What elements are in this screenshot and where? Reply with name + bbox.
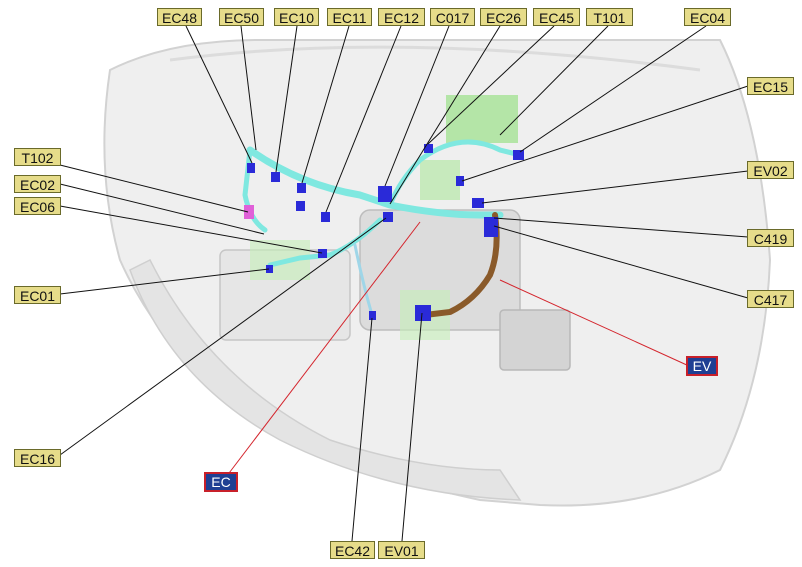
leader-ec16 xyxy=(59,217,387,456)
connector xyxy=(383,212,393,222)
leader-ec26 xyxy=(389,25,501,205)
battery xyxy=(499,309,571,371)
harness-leader-lines xyxy=(222,221,690,482)
label-ec42: EC42 xyxy=(330,541,375,559)
leader-t101 xyxy=(499,25,609,136)
connector xyxy=(472,198,484,208)
label-ec11: EC11 xyxy=(327,8,372,26)
leader-c417 xyxy=(493,225,749,299)
connector xyxy=(378,186,392,202)
label-ec12: EC12 xyxy=(378,8,425,26)
bumper-shape xyxy=(129,258,522,501)
leader-ec04 xyxy=(519,25,707,153)
label-ec48: EC48 xyxy=(157,8,202,26)
connector xyxy=(424,144,433,153)
leader-c419 xyxy=(493,217,749,238)
leader-ev01 xyxy=(401,312,423,542)
connector xyxy=(456,176,464,186)
label-ec16: EC16 xyxy=(14,449,61,467)
connector xyxy=(271,172,280,182)
leader-ec12 xyxy=(325,25,402,213)
harness-label-ec: EC xyxy=(204,472,238,492)
connector xyxy=(484,217,498,237)
connector xyxy=(247,163,255,173)
connector xyxy=(369,311,376,320)
label-ec45: EC45 xyxy=(533,8,580,26)
label-c017: C017 xyxy=(430,8,475,26)
ec-harness-branch xyxy=(353,243,374,317)
connector xyxy=(266,265,273,273)
leader-ev02 xyxy=(481,170,749,204)
leader-ec xyxy=(222,221,421,482)
leader-ec15 xyxy=(461,85,749,182)
label-ec06: EC06 xyxy=(14,197,61,215)
green-module xyxy=(446,95,518,143)
connector xyxy=(296,201,305,211)
connector xyxy=(513,150,524,160)
leader-ev xyxy=(499,279,690,367)
leader-lines xyxy=(59,25,749,542)
connector xyxy=(415,305,431,321)
label-ec02: EC02 xyxy=(14,175,61,193)
ec-harness-main xyxy=(246,146,504,219)
label-ec04: EC04 xyxy=(684,8,731,26)
label-ev02: EV02 xyxy=(747,161,794,179)
connector-t102 xyxy=(244,205,254,219)
label-ec26: EC26 xyxy=(480,8,527,26)
label-ec15: EC15 xyxy=(747,77,794,95)
connector xyxy=(318,249,327,258)
label-t101: T101 xyxy=(586,8,633,26)
connectors xyxy=(247,144,524,321)
label-ec50: EC50 xyxy=(219,8,264,26)
label-c419: C419 xyxy=(747,229,794,247)
label-ec01: EC01 xyxy=(14,286,61,304)
connector xyxy=(321,212,330,222)
label-c417: C417 xyxy=(747,290,794,308)
harness-label-ev: EV xyxy=(686,356,718,376)
label-ec10: EC10 xyxy=(274,8,319,26)
leader-ec01 xyxy=(59,268,270,295)
label-ev01: EV01 xyxy=(378,541,425,559)
leader-ec10 xyxy=(275,25,298,173)
leader-c017 xyxy=(384,25,450,187)
leader-ec42 xyxy=(351,317,373,542)
label-t102: T102 xyxy=(14,148,61,166)
hood-edge xyxy=(169,45,701,72)
leader-ec06 xyxy=(59,205,323,254)
leader-ec50 xyxy=(240,25,257,151)
leader-ec11 xyxy=(301,25,350,184)
leader-ec02 xyxy=(59,183,265,235)
connector xyxy=(297,183,306,193)
leader-t102 xyxy=(59,164,249,213)
ec-harness-branch xyxy=(387,139,523,208)
green-module xyxy=(420,160,460,200)
leader-ec45 xyxy=(427,25,555,145)
leader-ec48 xyxy=(185,25,253,164)
